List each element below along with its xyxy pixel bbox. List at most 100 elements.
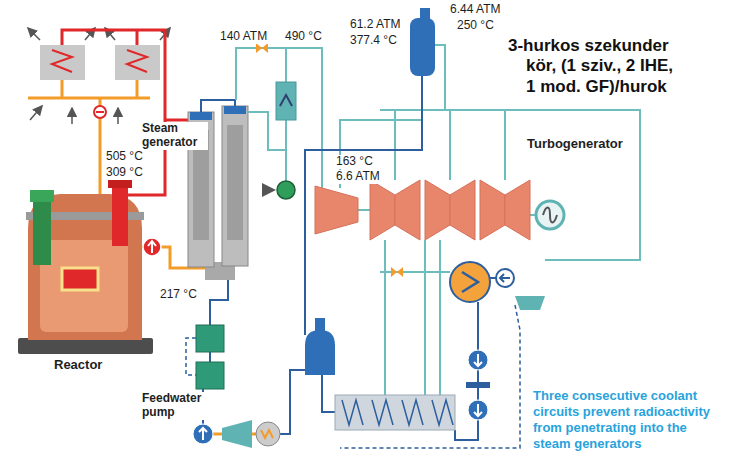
valve-symbol [96,111,104,113]
dashed-line [186,338,196,375]
lp-turbine [370,180,395,240]
main-steam-line [236,48,322,188]
value-label: Feedwater pump [140,392,208,420]
lp-turbine [395,180,420,240]
air-cooler [40,45,85,80]
cooling-basin [515,296,545,310]
filter-symbol [466,382,490,388]
cooling-water-lines [186,305,520,448]
value-label: 505 °C [104,150,145,164]
feedwater-pump-symbol [193,424,213,444]
extraction-line [395,110,505,180]
cooler-coil [127,50,147,72]
air-heat-exchangers [28,28,170,124]
valve-symbol [391,267,403,277]
steam-line [435,45,445,110]
turbine-set [315,180,530,240]
value-label: Steam generator [140,122,208,150]
value-label-slot: 140 ATM [218,30,269,44]
pump-arrow [474,404,482,416]
water-lines [203,75,496,440]
value-label-slot: 163 °C [334,155,375,169]
reactor-pool [40,240,128,332]
value-label-slot: 490 °C [283,30,324,44]
generator-symbol [536,201,564,229]
value-label: Turbogenerator [525,137,625,152]
feedwater-heaters [335,395,455,430]
value-label: 61.2 ATM [348,18,402,32]
sodium-pump [143,238,161,256]
steam-lines [236,45,640,395]
air-arrow [71,108,73,124]
intermediate-heat-exchanger [112,186,128,246]
lp-turbine [480,180,505,240]
condenser [450,262,490,302]
sg-module [222,106,248,266]
value-label-slot: Steam generator [140,122,208,150]
value-label-slot: 377.4 °C [348,34,399,48]
value-label: 163 °C [334,155,375,169]
caption-text-slot: Three consecutive coolant circuits preve… [533,388,719,451]
condenser-mark [462,272,478,292]
pump-symbol [496,269,514,287]
sg-top [224,106,246,114]
primary-pump [30,190,54,202]
value-label: 250 °C [455,19,496,33]
value-label-slot: 6.6 ATM [334,170,382,184]
value-label-slot: 217 °C [158,288,199,302]
value-label-slot: 61.2 ATM [348,18,402,32]
primary-pump [33,200,51,265]
hot-sodium-line [136,30,139,45]
drive-coil [261,430,273,438]
hot-sodium-line [62,30,165,195]
value-label-slot: Turbogenerator [525,137,625,152]
value-label-slot: 6.44 ATM [448,3,502,17]
value-label: 217 °C [158,288,199,302]
valve-symbol [94,106,106,118]
extraction-line [380,110,640,260]
drive-turbine [222,420,252,448]
value-label: 490 °C [283,30,324,44]
reheater-mark [280,95,292,106]
deaerator [305,330,335,375]
cooler-coil [52,50,72,72]
reactor-vessel [18,178,153,354]
title-text: 3-hurkos szekunder kör, (1 sziv., 2 IHE,… [508,36,682,97]
water-line [305,75,422,335]
heater-coil [342,400,453,425]
drain-tank [277,181,295,199]
separator-reheater [276,82,296,120]
condensate-pump [468,350,488,370]
steam-dump-line [380,271,450,273]
feedwater-line [280,370,305,434]
generator-wave [543,208,557,223]
air-arrow [28,28,40,40]
value-label-slot: 309 °C [104,166,145,180]
condensate-pump [468,400,488,420]
cold-sodium-line [62,80,137,98]
condensate-line [322,375,335,412]
valve-symbol [256,43,268,53]
flow-arrow [262,189,274,191]
sg-link [201,100,235,112]
title-text-slot: 3-hurkos szekunder kör, (1 sziv., 2 IHE,… [508,36,682,97]
pump-arrow [474,354,482,366]
pump-arrow [500,274,510,282]
value-label-slot: 505 °C [104,150,145,164]
deaerator [410,18,435,76]
air-arrow [117,108,119,124]
hp-turbine [315,186,358,234]
value-label: 140 ATM [218,30,269,44]
value-label: Reactor [52,358,104,373]
value-label: 309 °C [104,166,145,180]
caption-text: Three consecutive coolant circuits preve… [533,388,719,451]
pump-arrow [199,428,207,440]
value-label: 6.6 ATM [334,170,382,184]
value-label: 377.4 °C [348,34,399,48]
hp-heater [196,362,224,389]
extraction-line [385,240,440,395]
cold-sodium-line [28,97,150,100]
drive-condenser [256,422,280,446]
sg-module [227,125,243,240]
